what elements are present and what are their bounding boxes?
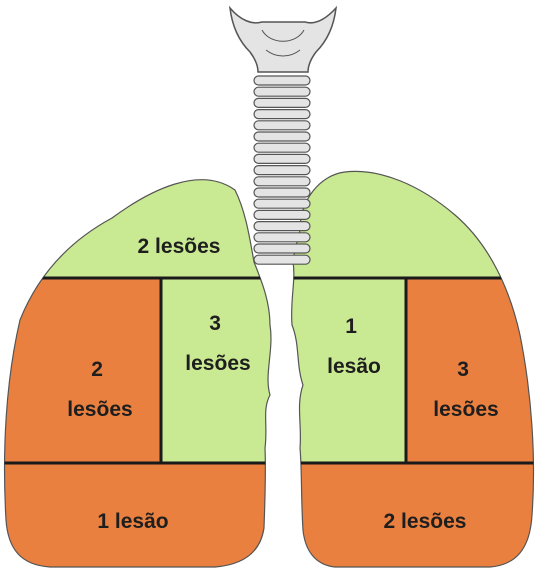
trachea-ring <box>254 76 310 85</box>
right-upper-zone <box>280 150 538 278</box>
trachea-ring <box>254 110 310 119</box>
trachea-rings <box>254 76 310 264</box>
trachea-ring <box>254 177 310 186</box>
left-mid-outer-zone <box>0 278 161 463</box>
label-left-upper: 2 lesões <box>138 235 221 258</box>
trachea-ring <box>254 143 310 152</box>
trachea-ring <box>254 255 310 264</box>
trachea-ring <box>254 154 310 163</box>
trachea-ring <box>254 166 310 175</box>
trachea-ring <box>254 132 310 141</box>
trachea-ring <box>254 87 310 96</box>
right-lung <box>280 150 538 571</box>
trachea-ring <box>254 199 310 208</box>
trachea-ring <box>254 233 310 242</box>
trachea-ring <box>254 98 310 107</box>
larynx <box>230 8 336 72</box>
trachea-ring <box>254 188 310 197</box>
trachea-ring <box>254 210 310 219</box>
trachea-ring <box>254 121 310 130</box>
trachea-ring <box>254 244 310 253</box>
trachea-ring <box>254 222 310 231</box>
label-right-lower: 2 lesões <box>384 510 467 533</box>
label-left-lower: 1 lesão <box>97 510 168 533</box>
left-upper-zone <box>0 150 290 278</box>
